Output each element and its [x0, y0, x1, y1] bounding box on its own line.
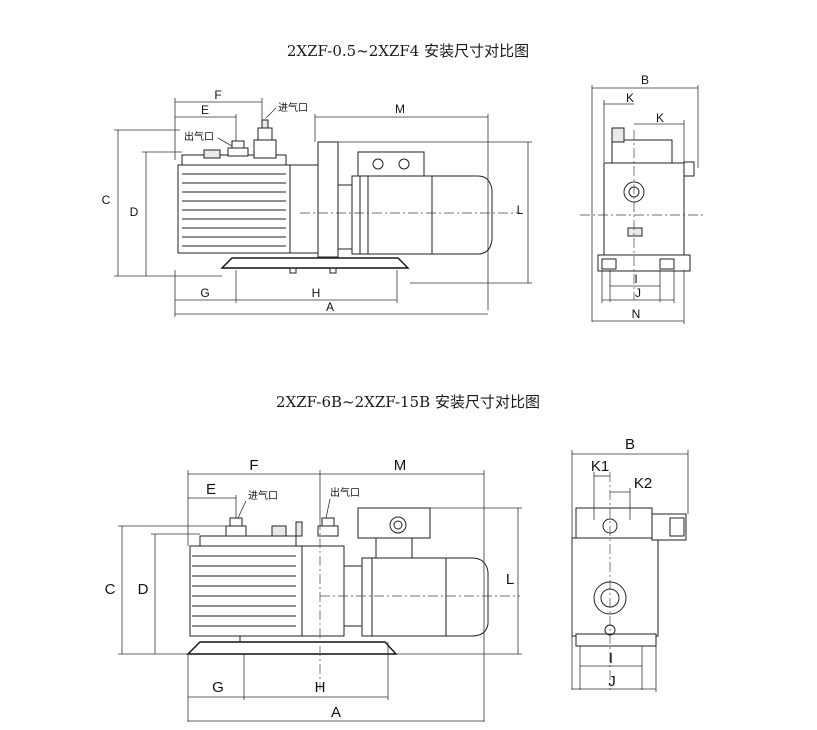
dim-label-i: I: [634, 272, 637, 286]
dim-label-l: L: [506, 571, 514, 588]
dim-label-n: N: [632, 307, 641, 321]
dim-label-a: A: [326, 300, 334, 314]
cooling-fins: [182, 173, 286, 247]
dim-label-e: E: [206, 481, 216, 498]
dim-label-d: D: [130, 205, 139, 219]
inlet-label: 进气口: [248, 489, 278, 502]
dim-label-c: C: [105, 581, 116, 598]
front-view-pump: [186, 507, 520, 690]
outlet-label: 出气口: [184, 130, 214, 143]
dim-label-g: G: [200, 286, 209, 300]
front-view-dimensions: F E M C D L: [102, 88, 532, 317]
dim-label-j: J: [635, 286, 641, 300]
diagram-title: 2XZF-0.5~2XZF4 安装尺寸对比图: [287, 42, 529, 60]
dim-label-b: B: [625, 436, 635, 453]
dim-label-a: A: [331, 704, 341, 721]
inlet-label: 进气口: [278, 101, 308, 114]
dim-label-c: C: [102, 193, 111, 207]
dim-label-k2: K2: [634, 475, 652, 492]
cooling-fins: [192, 555, 296, 627]
dim-label-m: M: [394, 457, 407, 474]
dim-label-f: F: [249, 457, 258, 474]
dim-label-l: L: [517, 203, 524, 217]
side-view-bottom: B K1 K2 I J: [571, 436, 689, 692]
front-view-dimensions: F E M C D L: [105, 457, 522, 722]
dim-label-i: I: [609, 650, 613, 667]
dim-label-e: E: [201, 103, 209, 117]
side-view-top: B K K I J N: [580, 73, 706, 324]
dim-label-h: H: [315, 679, 326, 696]
dim-label-k2: K: [656, 111, 664, 125]
dim-label-j: J: [608, 673, 616, 690]
dim-label-m: M: [395, 102, 405, 116]
outlet-label: 出气口: [330, 486, 360, 499]
dim-label-g: G: [212, 679, 224, 696]
dim-label-h: H: [312, 286, 321, 300]
diagram-bottom: 2XZF-6B~2XZF-15B 安装尺寸对比图: [105, 393, 689, 722]
diagram-top: 2XZF-0.5~2XZF4 安装尺寸对比图: [102, 42, 706, 324]
dim-label-k1: K: [626, 91, 634, 105]
front-view-pump: [177, 119, 520, 274]
diagram-title: 2XZF-6B~2XZF-15B 安装尺寸对比图: [276, 393, 540, 411]
dim-label-f: F: [214, 88, 221, 102]
dim-label-k1: K1: [591, 458, 609, 475]
dim-label-b: B: [641, 73, 649, 87]
dim-label-d: D: [138, 581, 149, 598]
